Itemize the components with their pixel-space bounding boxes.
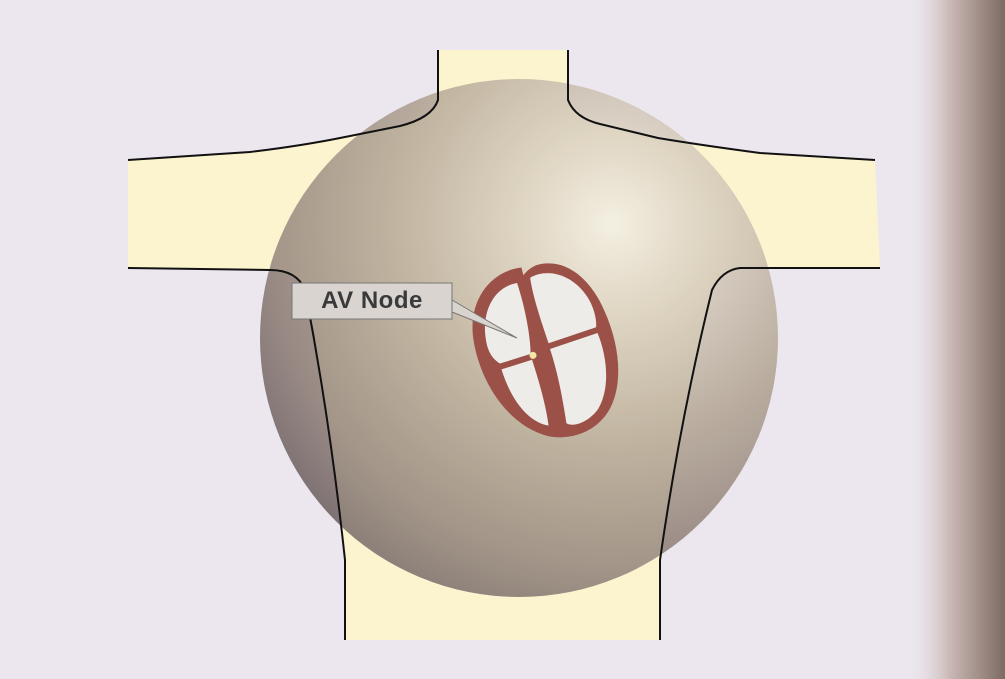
page-edge-shadow — [905, 0, 1005, 679]
av-node-label: AV Node — [292, 283, 452, 319]
